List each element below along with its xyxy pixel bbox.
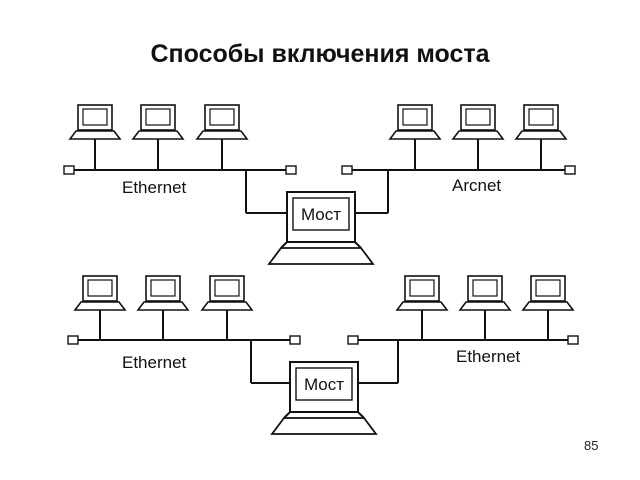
screen-icon <box>145 108 171 126</box>
left-workstation-2 <box>136 275 190 311</box>
screen-icon <box>409 279 435 297</box>
bridge-computer-2: Мост <box>270 361 378 435</box>
bridge-keyboard-icon <box>270 417 378 435</box>
right-network-label: Arcnet <box>452 176 501 195</box>
keyboard-icon <box>136 301 190 311</box>
keyboard-icon <box>68 130 122 140</box>
bridge-base-edge <box>283 411 291 419</box>
left-bus-terminator-end <box>285 165 297 175</box>
bridge-keyboard-icon <box>267 247 375 265</box>
page-number: 85 <box>584 438 599 453</box>
screen-icon <box>150 279 176 297</box>
keyboard-icon <box>195 130 249 140</box>
bridge-base-edge <box>280 241 288 249</box>
screen-icon <box>82 108 108 126</box>
left-workstation-1 <box>68 104 122 140</box>
left-bus-terminator-end <box>289 335 301 345</box>
screen-icon <box>465 108 491 126</box>
keyboard-icon <box>451 130 505 140</box>
bridge-base-edge <box>354 241 362 249</box>
keyboard-icon <box>458 301 512 311</box>
bridge-label: Мост <box>304 375 344 394</box>
left-workstation-2 <box>131 104 185 140</box>
bridge-base-edge <box>357 411 365 419</box>
bridge-screen-icon <box>292 197 350 231</box>
keyboard-icon <box>514 130 568 140</box>
screen-icon <box>472 279 498 297</box>
right-workstation-1 <box>388 104 442 140</box>
left-workstation-1 <box>73 275 127 311</box>
screen-icon <box>209 108 235 126</box>
right-workstation-1 <box>395 275 449 311</box>
right-bus-terminator-end <box>567 335 579 345</box>
screen-icon <box>528 108 554 126</box>
right-bus-terminator-start <box>347 335 359 345</box>
keyboard-icon <box>73 301 127 311</box>
right-workstation-2 <box>458 275 512 311</box>
right-workstation-3 <box>521 275 575 311</box>
screen-icon <box>402 108 428 126</box>
right-network-label: Ethernet <box>456 347 521 366</box>
bridge-screen-icon <box>295 367 353 401</box>
left-workstation-3 <box>195 104 249 140</box>
right-workstation-3 <box>514 104 568 140</box>
slide-title: Способы включения моста <box>150 40 490 68</box>
keyboard-icon <box>131 130 185 140</box>
keyboard-icon <box>521 301 575 311</box>
left-workstation-3 <box>200 275 254 311</box>
left-bus-terminator-start <box>63 165 75 175</box>
right-bus-terminator-end <box>564 165 576 175</box>
screen-icon <box>535 279 561 297</box>
left-network-label: Ethernet <box>122 353 187 372</box>
screen-icon <box>87 279 113 297</box>
right-workstation-2 <box>451 104 505 140</box>
left-network-label: Ethernet <box>122 178 187 197</box>
bridge-computer-1: Мост <box>267 191 375 265</box>
keyboard-icon <box>200 301 254 311</box>
screen-icon <box>214 279 240 297</box>
keyboard-icon <box>395 301 449 311</box>
keyboard-icon <box>388 130 442 140</box>
left-bus-terminator-start <box>67 335 79 345</box>
right-bus-terminator-start <box>341 165 353 175</box>
bridge-label: Мост <box>301 205 341 224</box>
